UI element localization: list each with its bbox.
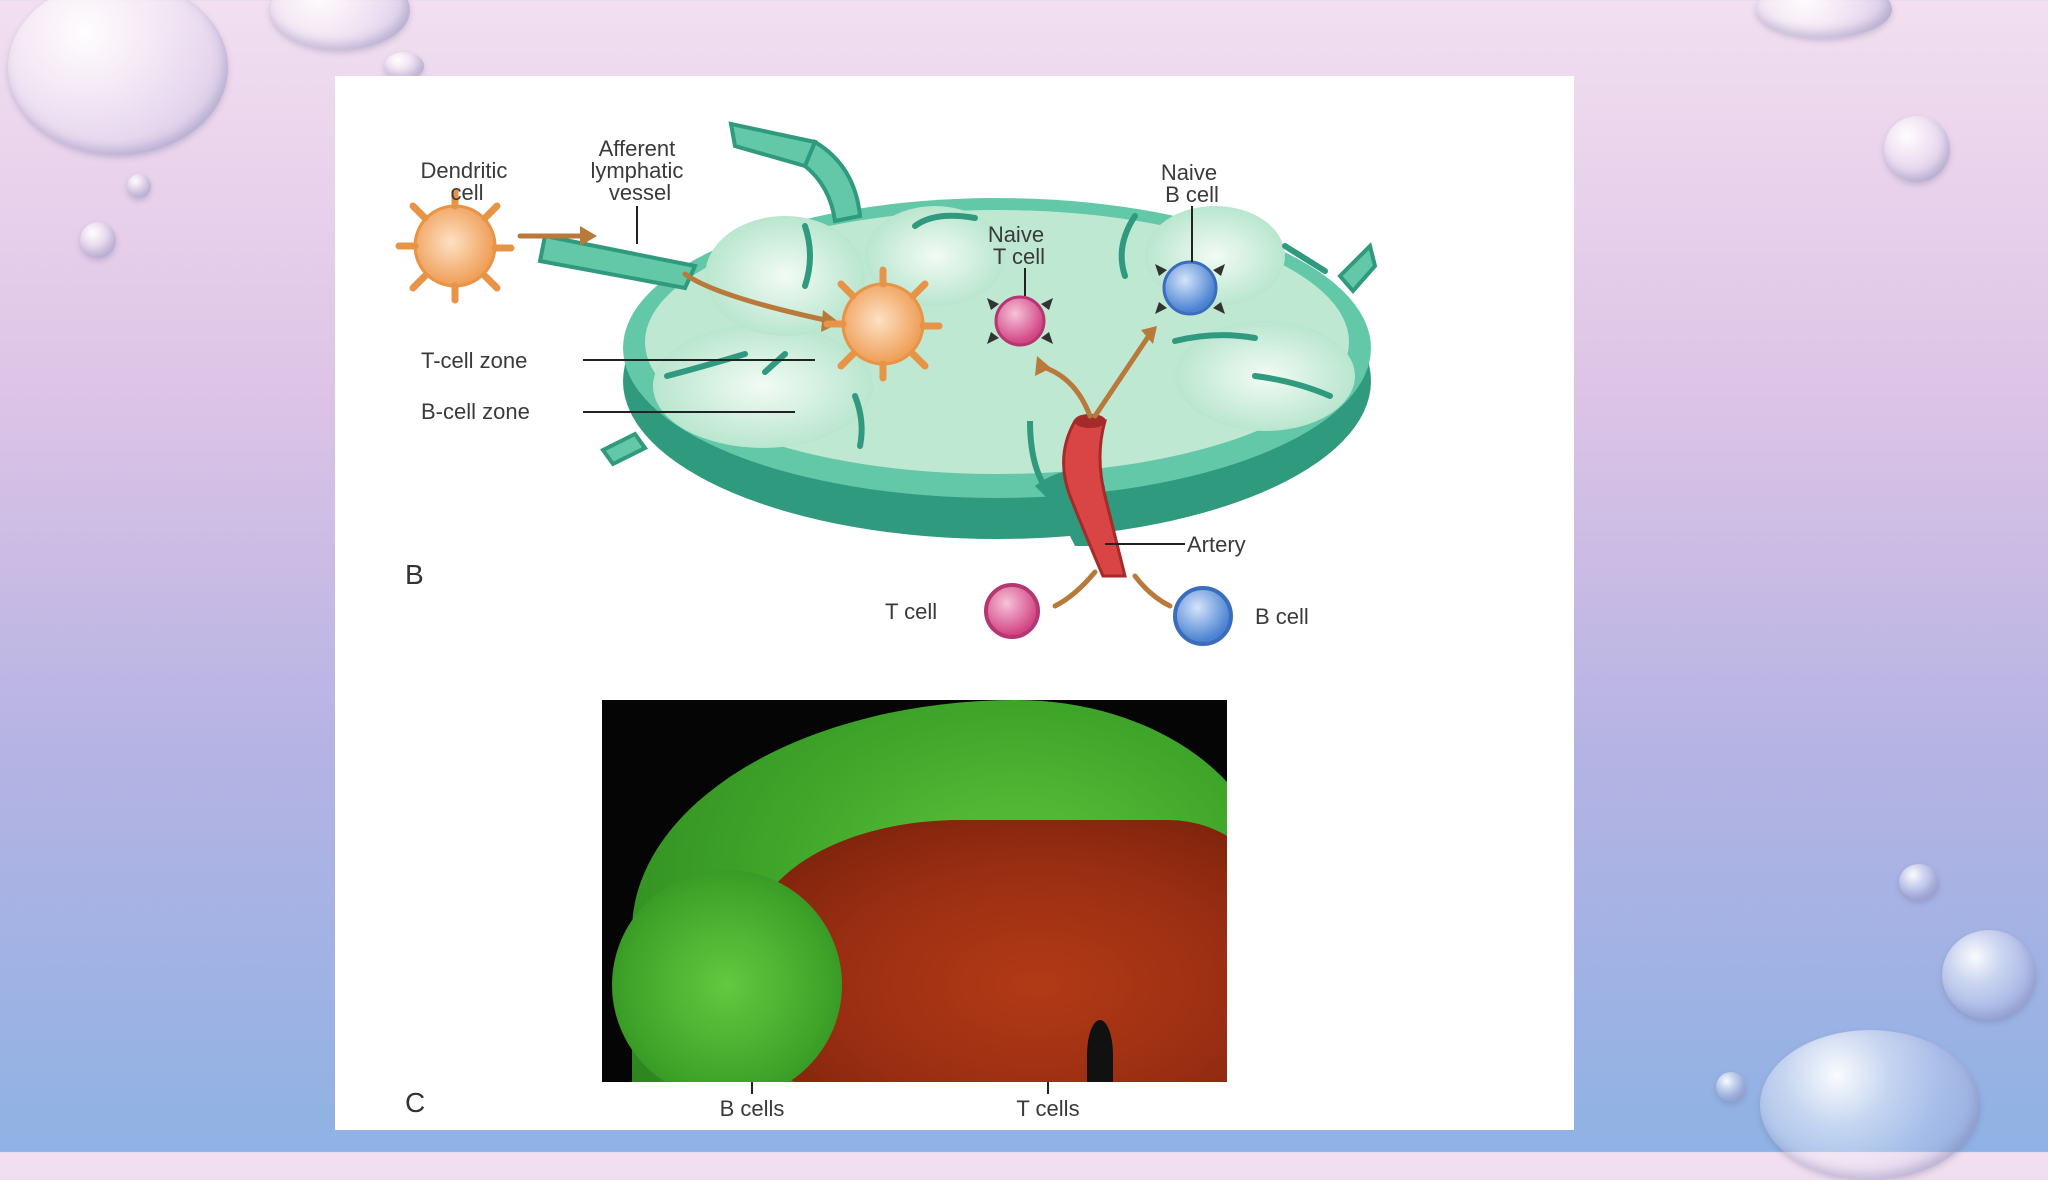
panel-label-c: C [405,1087,425,1118]
water-droplet [384,52,424,80]
water-droplet [1899,864,1939,900]
water-droplet [1760,1030,1980,1180]
label-naive-b-cell: Naive B cell [1161,160,1223,207]
label-artery: Artery [1187,532,1246,557]
figure-panel: Dendritic cell Afferent lymphatic vessel… [335,76,1574,1130]
water-droplet [270,0,410,50]
afferent-lymphatic-vessel [537,121,1378,467]
t-cell [984,583,1040,639]
water-droplet [1756,0,1892,38]
panel-label-b: B [405,559,424,590]
label-b-cell-zone: B-cell zone [421,399,530,424]
water-droplet [8,0,228,155]
artery [1062,414,1127,578]
fluorescence-micrograph [602,700,1227,1082]
water-droplet [1942,930,2036,1020]
label-afferent-lymphatic-vessel: Afferent lymphatic vessel [590,136,689,205]
b-cell-follicle [705,216,865,336]
water-droplet [1884,116,1950,182]
b-cell [1173,586,1233,646]
label-naive-t-cell: Naive T cell [988,222,1050,269]
water-droplet [1716,1072,1746,1102]
lymph-node-diagram: Dendritic cell Afferent lymphatic vessel… [395,121,1378,1121]
water-droplet [80,222,116,258]
label-b-cell: B cell [1255,604,1309,629]
b-cell-follicle-stain [612,870,842,1082]
naive-t-cell [987,295,1053,347]
label-b-cells: B cells [720,1096,785,1121]
label-t-cells: T cells [1016,1096,1079,1121]
dark-vessel [1087,1020,1113,1082]
label-t-cell: T cell [885,599,937,624]
label-t-cell-zone: T-cell zone [421,348,527,373]
b-cell-follicle [653,324,873,448]
label-dendritic-cell: Dendritic cell [421,158,514,205]
naive-b-cell [1155,260,1225,316]
dendritic-cell-outside [395,188,515,304]
b-cell-follicle [865,206,1005,306]
dendritic-cell-inside [823,266,943,382]
water-droplet [127,174,151,198]
